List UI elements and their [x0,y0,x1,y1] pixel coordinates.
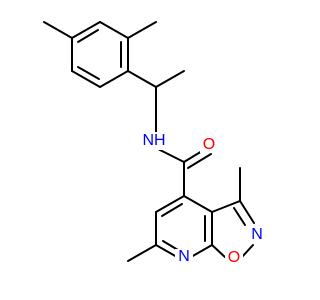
isoxazole-nitrogen-label: N [251,226,263,243]
bond-ring1-4 [99,70,129,88]
bond-pyr-methyl [127,244,157,262]
bond-iso-3 [241,244,254,258]
carbonyl-oxygen: O [200,135,218,153]
atom-labels: NH O N O N [140,132,266,267]
bond-aryl-ch [127,70,157,88]
amide-nitrogen: NH [140,132,168,150]
molecule-svg: NH O N O N [43,21,266,267]
bond-ring1-1-inner [77,29,99,43]
bond-iso-2-inner [233,207,246,226]
bond-ring1-1 [71,21,101,39]
bond-iso-1 [211,200,241,213]
amide-nitrogen-label: NH [142,132,165,149]
bond-ring1-5-inner [77,66,100,80]
bond-c-o-2 [187,153,212,169]
bond-pyr-1 [155,195,185,213]
pyridine-nitrogen: N [175,248,193,267]
pyridine-nitrogen-label: N [178,248,190,265]
carbonyl-oxygen-label: O [203,136,215,153]
bond-iso-4 [211,244,227,259]
bond-ring1-2 [99,21,129,39]
bond-pyr-1-inner [161,203,183,217]
isoxazole-oxygen: O [225,249,243,267]
bond-methyl-right [127,21,157,39]
molecule-structure: NH O N O N [43,21,266,267]
bond-iso-2 [239,200,255,224]
bond-pyr-3 [155,244,178,258]
bond-n-c [155,147,185,163]
bond-methyl-left [43,21,73,39]
bonds [43,21,255,262]
bond-pyr-6 [183,195,213,213]
isoxazole-oxygen-label: O [228,249,240,266]
bond-ring1-5 [71,70,101,88]
bond-ch-methyl [155,70,185,88]
isoxazole-nitrogen: N [248,226,266,244]
bond-pyr-3-inner [162,240,179,251]
bond-pyr-4 [190,244,213,258]
